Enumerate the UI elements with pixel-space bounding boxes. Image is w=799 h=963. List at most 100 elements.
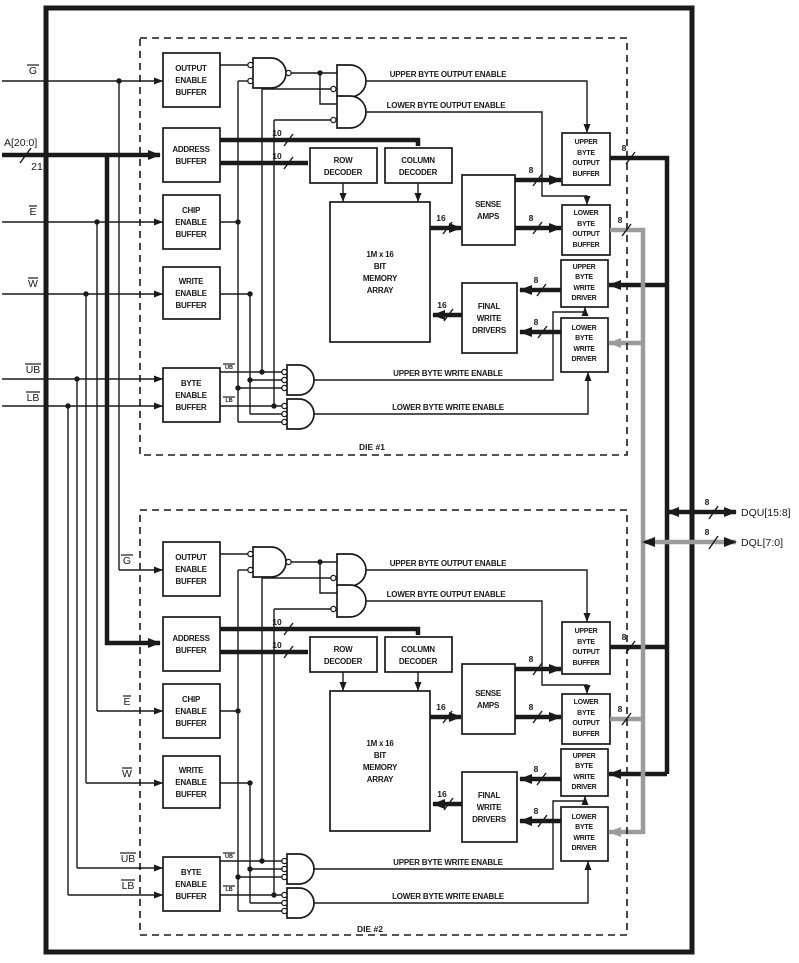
input-bubble <box>281 402 288 410</box>
bus-width: 8 <box>529 654 534 664</box>
bus-width: 8 <box>622 632 627 642</box>
sense-amps-box: SENSE AMPS <box>461 174 516 246</box>
address-buffer-box: ADDRESS BUFFER <box>162 616 221 672</box>
box-label: COLUMN <box>401 156 435 165</box>
pin-w-label-die2: W <box>122 768 132 780</box>
output-bubble <box>285 69 292 77</box>
box-label: DECODER <box>324 168 363 177</box>
box-outline <box>162 266 221 320</box>
box-label: BUFFER <box>176 719 207 728</box>
input-bubble <box>281 376 288 384</box>
junction-dot <box>235 708 241 714</box>
box-label: ARRAY <box>367 286 394 295</box>
gate-body <box>252 546 287 578</box>
column-decoder-box: COLUMN DECODER <box>384 636 453 673</box>
pin-dqu-label: DQU[15:8] <box>741 507 791 519</box>
lower-byte-we-and-gate <box>281 887 315 919</box>
junction-dot <box>235 219 241 225</box>
box-label: OUTPUT <box>175 64 207 73</box>
box-outline <box>561 621 611 675</box>
enable-nets: UPPER BYTE OUTPUT ENABLE LOWER BYTE OUTP… <box>223 70 592 415</box>
box-label: BYTE <box>575 274 593 281</box>
bus-width: 8 <box>618 704 623 714</box>
box-label: BUFFER <box>573 660 600 667</box>
box-outline <box>561 204 611 256</box>
lower-byte-write-driver-box: LOWER BYTE WRITE DRIVER <box>560 806 609 862</box>
upper-byte-we-and-gate <box>281 364 315 396</box>
box-label: BYTE <box>575 824 593 831</box>
junction-dot <box>259 369 265 375</box>
bus-width: 16 <box>437 789 447 799</box>
pin-a-label: A[20:0] <box>4 137 37 149</box>
box-label: BYTE <box>577 639 595 646</box>
bus-slash <box>708 535 719 550</box>
input-bubble <box>281 907 288 915</box>
gate-body <box>286 398 315 430</box>
box-label: BUFFER <box>176 892 207 901</box>
box-label: ENABLE <box>175 391 207 400</box>
junction-dot <box>74 376 80 382</box>
junction-dot <box>235 385 241 391</box>
input-bubble <box>330 85 337 93</box>
bus-slash <box>442 710 453 724</box>
box-label: DRIVER <box>572 845 597 852</box>
wire-lower-byte-output-enable <box>366 600 591 694</box>
box-label: ENABLE <box>175 778 207 787</box>
input-bubble <box>281 899 288 907</box>
upper-byte-oe-and-gate <box>330 64 367 98</box>
chip-enable-buffer-box: CHIP ENABLE BUFFER <box>162 683 221 739</box>
input-bubble <box>281 857 288 865</box>
bus-width: 8 <box>534 317 539 327</box>
box-label: DRIVER <box>572 295 597 302</box>
box-label: BYTE <box>181 379 202 388</box>
junction-dot <box>247 377 253 383</box>
pin-g-label: G <box>29 65 37 77</box>
byte-enable-buffer-box: BYTE ENABLE BUFFER <box>162 856 221 912</box>
box-label: BYTE <box>577 221 595 228</box>
wire-upper-byte-output-enable <box>366 569 591 622</box>
byte-enable-buffer-box: BYTE ENABLE BUFFER <box>162 367 221 423</box>
box-label: ENABLE <box>175 880 207 889</box>
bus-width: 16 <box>436 213 446 223</box>
box-label: BUFFER <box>176 790 207 799</box>
box-label: BUFFER <box>176 403 207 412</box>
input-bubble <box>281 410 288 418</box>
memory-array-box: 1M x 16 BIT MEMORY ARRAY <box>329 690 431 832</box>
bus-width: 10 <box>272 640 282 650</box>
bus-width: 8 <box>529 213 534 223</box>
box-label: WRITE <box>179 766 204 775</box>
box-label: AMPS <box>477 212 500 221</box>
gate-body <box>252 57 287 89</box>
box-label: ENABLE <box>175 707 207 716</box>
box-outline <box>162 367 221 423</box>
data-buses <box>220 137 669 348</box>
gate-body <box>336 95 367 129</box>
box-label: SENSE <box>475 200 502 209</box>
lower-byte-output-buffer-box: LOWER BYTE OUTPUT BUFFER <box>561 204 611 256</box>
input-bubble <box>281 865 288 873</box>
box-label: ENABLE <box>175 289 207 298</box>
bus-slash <box>283 645 294 659</box>
box-outline <box>162 755 221 809</box>
bus-width: 8 <box>705 527 710 537</box>
input-bubble <box>281 873 288 881</box>
pin-lb-label-die2: LB <box>122 880 135 892</box>
bus-width: 8 <box>622 143 627 153</box>
junction-dot <box>247 291 253 297</box>
row-decoder-box: ROW DECODER <box>309 147 378 184</box>
upper-byte-oe-and-gate <box>330 553 367 587</box>
box-label: BIT <box>374 751 387 760</box>
box-label: AMPS <box>477 701 500 710</box>
box-label: FINAL <box>478 302 501 311</box>
box-outline <box>329 690 431 832</box>
bus-slash <box>536 772 547 786</box>
junction-dot <box>271 892 277 898</box>
net-label: LOWER BYTE WRITE ENABLE <box>392 892 505 901</box>
net-label: UPPER BYTE WRITE ENABLE <box>393 369 503 378</box>
bus-width: 8 <box>705 497 710 507</box>
box-label: OUTPUT <box>175 553 207 562</box>
net-label: LOWER BYTE WRITE ENABLE <box>392 403 505 412</box>
box-label: ENABLE <box>175 218 207 227</box>
box-outline <box>461 174 516 246</box>
